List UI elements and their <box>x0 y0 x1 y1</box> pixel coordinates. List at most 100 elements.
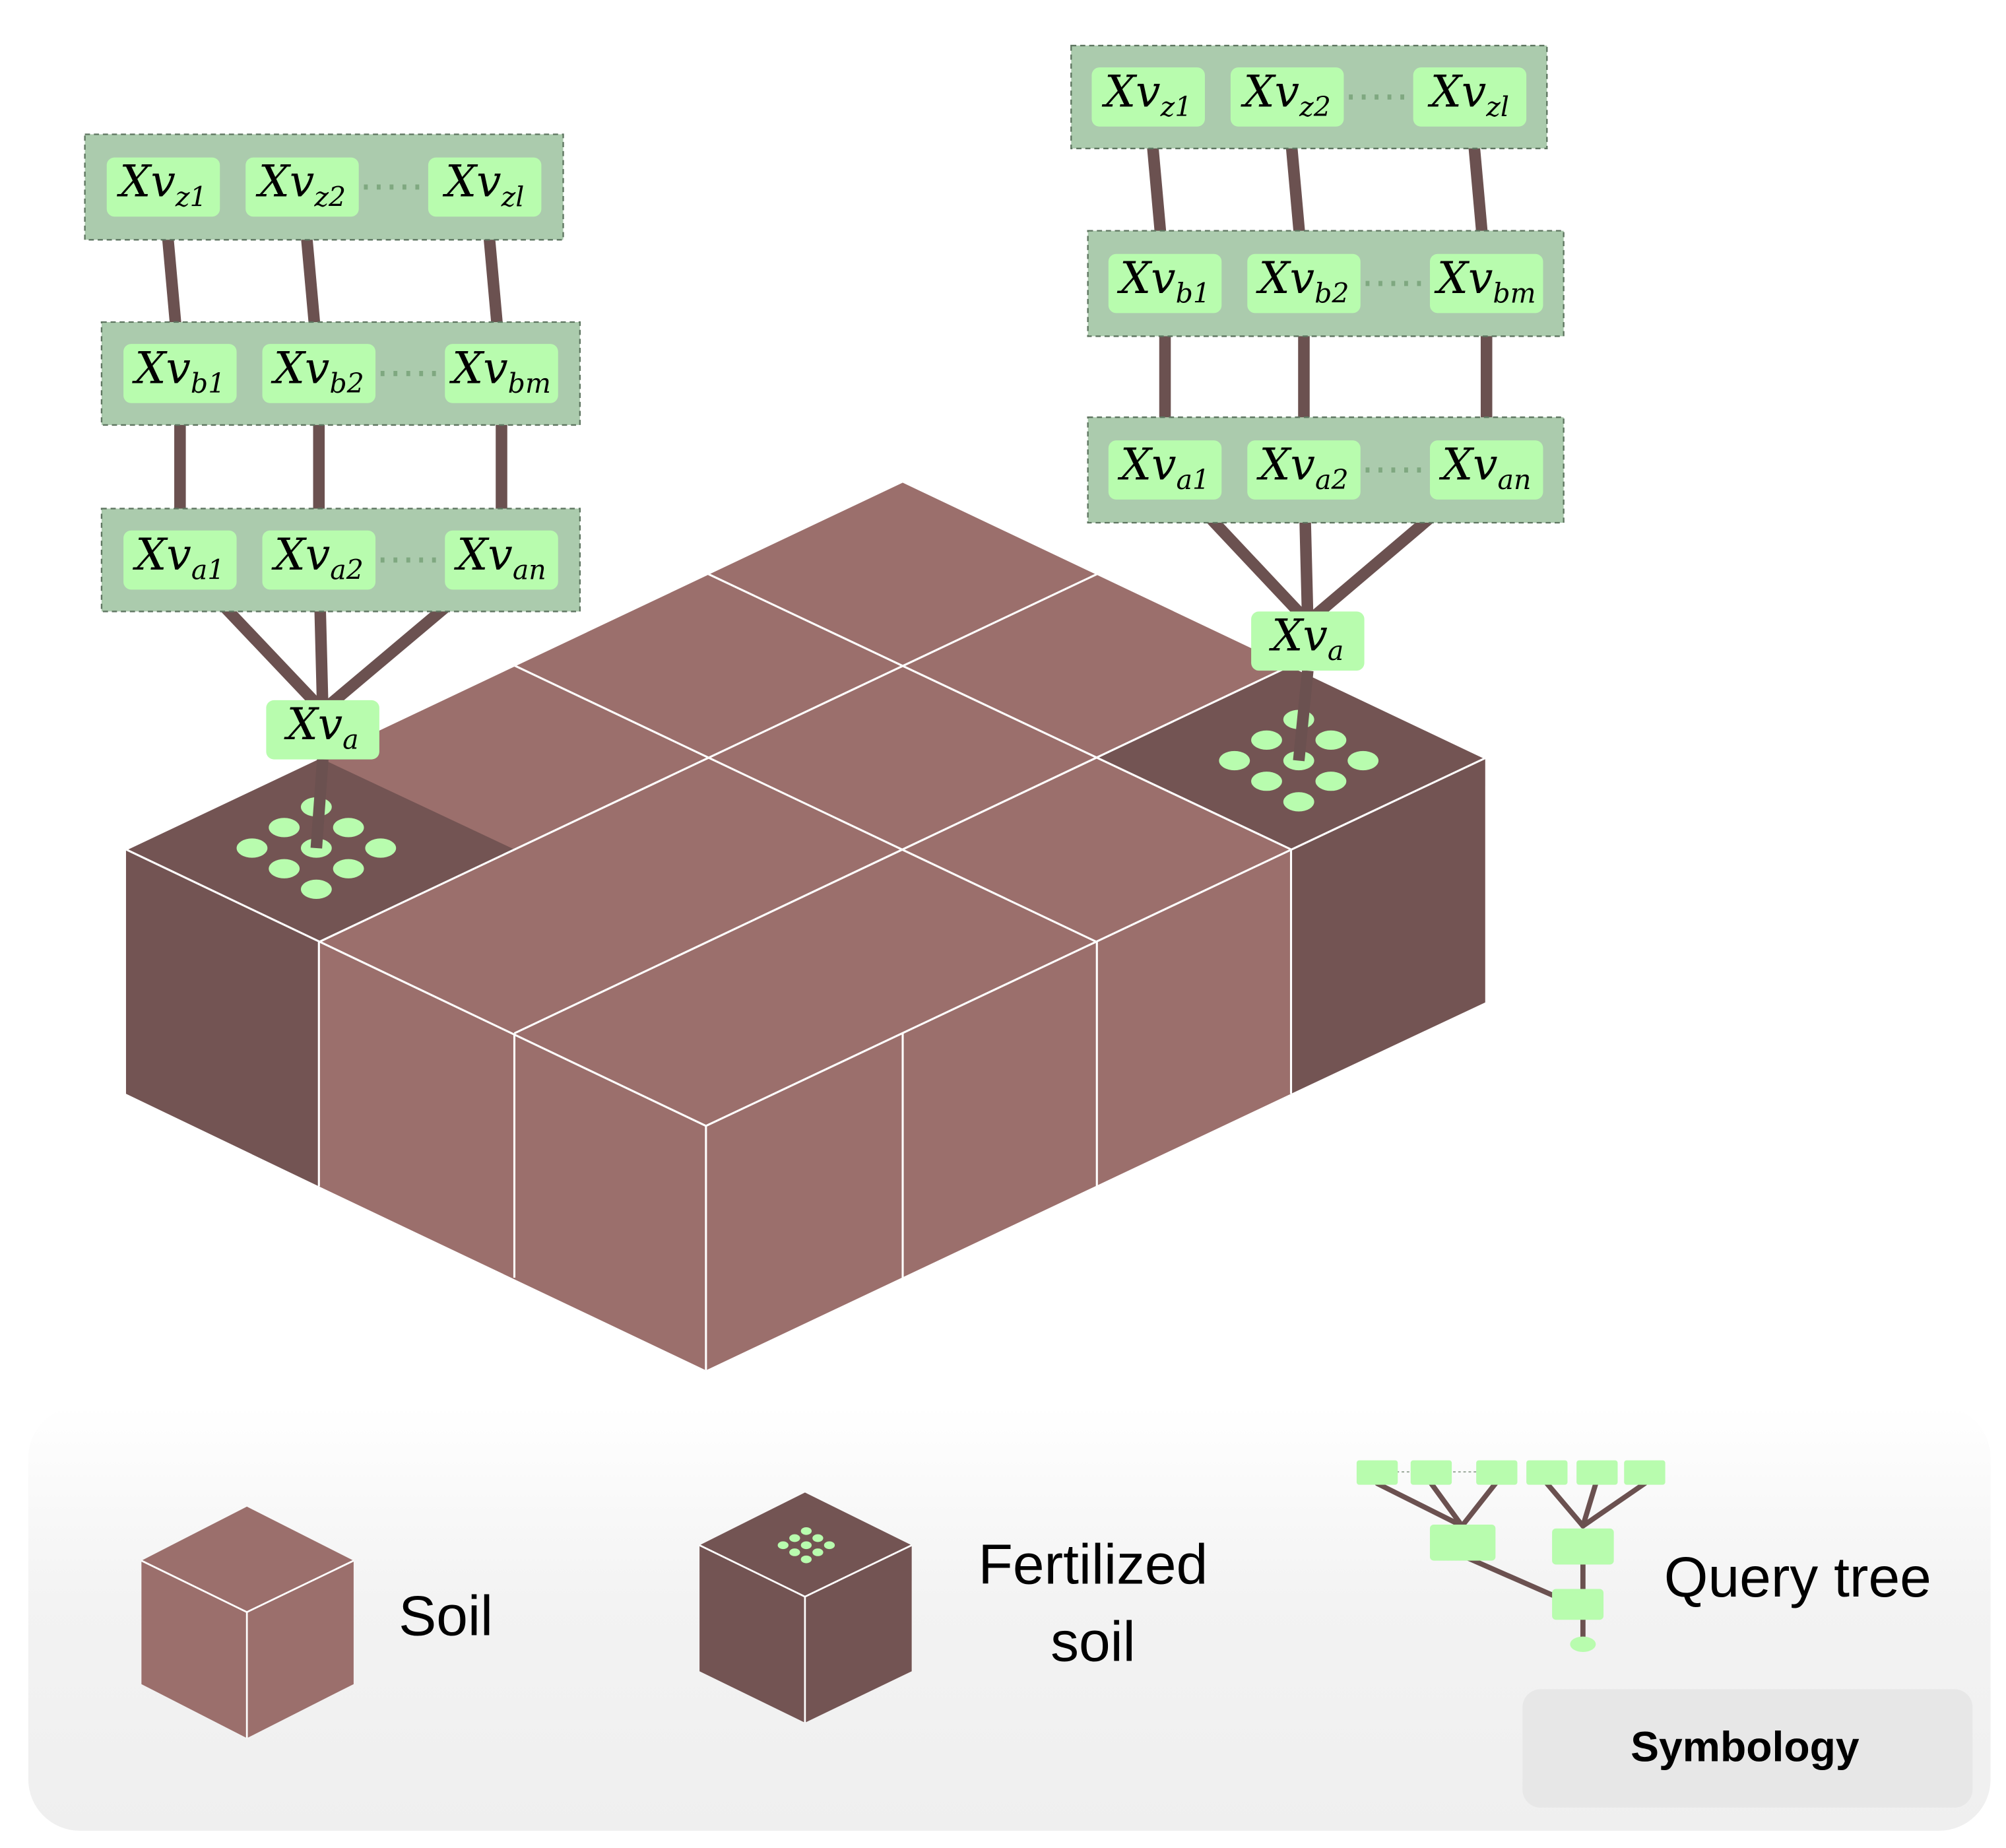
fertilizer-dot <box>269 818 300 838</box>
fertilizer-dot <box>789 1534 800 1542</box>
fertilizer-dot <box>812 1548 824 1556</box>
tree-node-a2-box <box>1247 440 1361 500</box>
fertilizer-dot <box>333 859 364 878</box>
tree-node-zl-box <box>1413 67 1527 127</box>
tree-node-an-label: Xvan <box>1439 439 1532 496</box>
fertilizer-dot <box>1219 750 1250 771</box>
legend-fertilized-cube <box>699 1492 913 1723</box>
legend-soil-cube <box>141 1506 354 1738</box>
tree-node-b2-box <box>262 344 376 403</box>
legend-fertilized-label-line2: soil <box>1051 1610 1136 1674</box>
symbology-label: Symbology <box>1631 1723 1860 1771</box>
fertilizer-dot <box>301 879 332 899</box>
fertilizer-dot <box>333 818 364 838</box>
tree-node-b1-label: Xvb1 <box>1116 253 1210 310</box>
tree-node-b2-label: Xvb2 <box>271 343 364 399</box>
tree-node-a1-box <box>1108 440 1222 500</box>
tree-node-zl: Xvzl <box>428 156 542 217</box>
tree-node-zl-label: Xvzl <box>1427 66 1509 123</box>
face-grid-lines <box>317 849 1293 1371</box>
block-right-face-soil <box>705 849 1291 1371</box>
tree-node-z2-label: Xvz2 <box>1240 66 1330 123</box>
tree-node-a1-label: Xva1 <box>132 529 224 586</box>
tree-node-a1-label: Xva1 <box>1117 439 1210 496</box>
fertilizer-dot <box>1251 772 1282 791</box>
fertilizer-dot <box>1315 730 1347 750</box>
tree-node-b1: Xvb1 <box>1108 253 1222 314</box>
block-left-face-fertilized <box>125 849 319 1187</box>
tree-node-b1-box <box>123 344 237 403</box>
tree-node-bm-label: Xvbm <box>1434 253 1536 310</box>
tree-node-z2: Xvz2 <box>1230 66 1344 127</box>
tree-node-a1-box <box>123 530 237 590</box>
tree-node-zl-box <box>428 157 542 217</box>
tree-node-bm-box <box>1429 253 1543 314</box>
tree-node-b2-box <box>1247 253 1361 314</box>
fertilizer-dot <box>800 1541 812 1550</box>
legend-query-tree-label: Query tree <box>1664 1546 1931 1609</box>
legend-panel: Soil Fertilized soil <box>28 1406 1991 1831</box>
tree-node-b2-label: Xvb2 <box>1255 253 1349 310</box>
tree-node-z1-box <box>1091 67 1205 127</box>
tree-node-bm-label: Xvbm <box>449 343 551 399</box>
tree-node-a1: Xva1 <box>1108 439 1222 500</box>
tree-node-z1-label: Xvz1 <box>1101 66 1192 123</box>
fertilizer-dot <box>1347 750 1379 771</box>
tree-node-bm: Xvbm <box>1429 253 1543 314</box>
fertilizer-dot <box>269 859 300 878</box>
tree-root-node: Xva <box>266 699 379 760</box>
tree-node-an-box <box>445 530 558 590</box>
legend-background <box>28 1406 1991 1831</box>
tree-node-bm: Xvbm <box>445 343 558 403</box>
fertilizer-dot <box>800 1527 812 1535</box>
tree-node-zl-label: Xvzl <box>442 156 524 213</box>
legend-fertilized-label-line1: Fertilized <box>979 1533 1208 1597</box>
tree-node-z2-box <box>245 157 359 217</box>
tree-root-node: Xva <box>1251 610 1365 671</box>
tree-node-z1: Xvz1 <box>106 156 220 217</box>
tree-root-node-box <box>266 700 379 760</box>
tree-node-z1-box <box>106 157 220 217</box>
tree-node-b2: Xvb2 <box>262 343 376 403</box>
tree-node-a2-label: Xva2 <box>271 529 364 586</box>
tree-node-an-box <box>1429 440 1543 500</box>
block-right-face-fertilized <box>1291 758 1485 1094</box>
tree-node-a2: Xva2 <box>1247 439 1361 500</box>
tree-node-a2-box <box>262 530 376 590</box>
legend-query-tree-icon <box>1356 1460 1666 1652</box>
tree-stem <box>310 758 329 849</box>
tree-node-b2: Xvb2 <box>1247 253 1361 314</box>
symbology-badge <box>1522 1689 1973 1808</box>
tree-root-node-label: Xva <box>1268 610 1343 667</box>
fertilizer-dot <box>800 1555 812 1564</box>
fertilizer-dot <box>365 838 397 858</box>
tree-node-z1: Xvz1 <box>1091 66 1205 127</box>
tree-node-an: Xvan <box>1429 439 1543 500</box>
tree-root-node-box <box>1251 611 1365 671</box>
tree-node-z2-label: Xvz2 <box>255 156 346 213</box>
fertilizer-dot <box>1283 792 1314 812</box>
fertilizer-dot <box>812 1534 824 1542</box>
block-left-face-soil <box>319 942 706 1371</box>
fertilizer-dot <box>1315 772 1347 791</box>
tree-node-a2: Xva2 <box>262 529 376 590</box>
tree-root-node-label: Xva <box>284 699 359 756</box>
tree-node-z2-box <box>1230 67 1344 127</box>
legend-fertilizer-dots <box>777 1527 835 1564</box>
tree-node-zl: Xvzl <box>1413 66 1527 127</box>
tree-node-z2: Xvz2 <box>245 156 359 217</box>
tree-node-a2-label: Xva2 <box>1256 439 1348 496</box>
fertilizer-dot <box>236 838 268 858</box>
legend-soil-label: Soil <box>399 1585 493 1648</box>
fertilizer-dot <box>777 1541 789 1550</box>
fertilizer-dot <box>1251 730 1282 750</box>
tree-node-a1: Xva1 <box>123 529 237 590</box>
tree-node-bm-box <box>445 344 558 403</box>
tree-node-b1-label: Xvb1 <box>131 343 225 399</box>
fertilizer-dot <box>789 1548 800 1556</box>
tree-node-an: Xvan <box>445 529 558 590</box>
tree-node-b1: Xvb1 <box>123 343 237 403</box>
tree-node-z1-label: Xvz1 <box>116 156 207 213</box>
